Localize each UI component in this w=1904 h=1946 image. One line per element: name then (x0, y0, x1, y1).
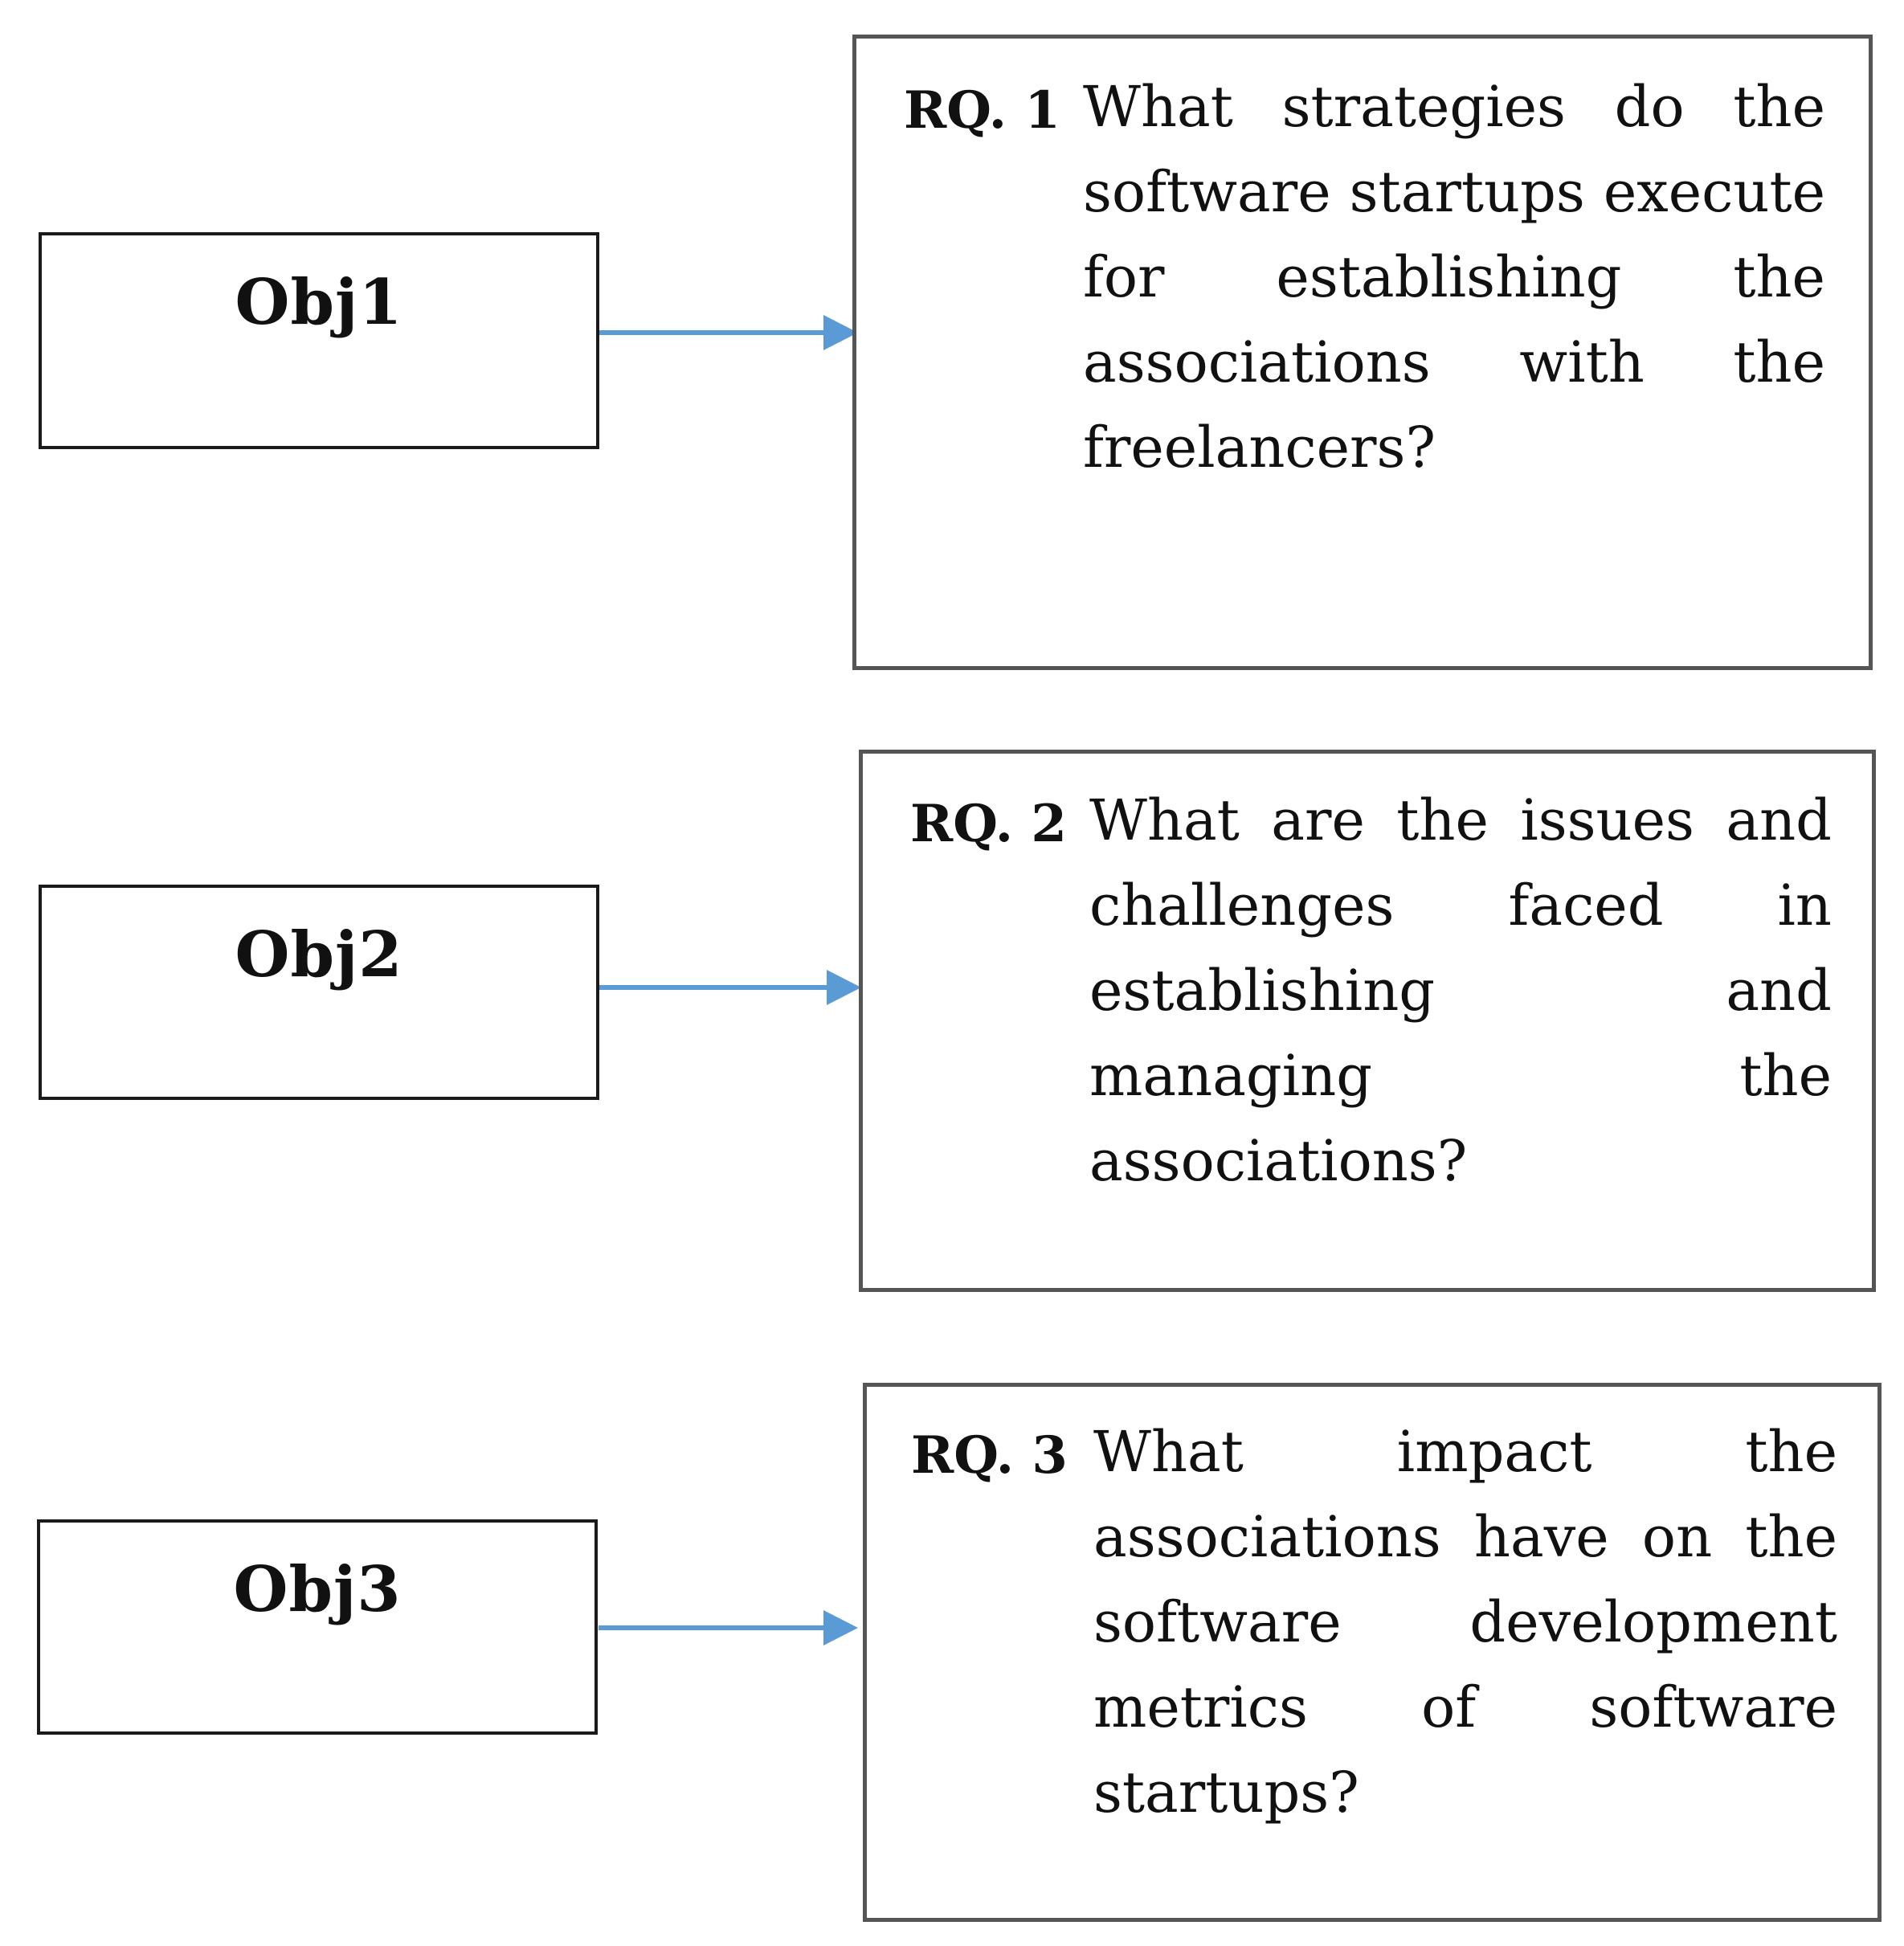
research-question-box-2: RQ. 2 What are the issues and challenges… (859, 750, 1876, 1292)
research-question-text-1: What strategies do the software startups… (1083, 74, 1825, 480)
arrow-obj3-rq3 (599, 1610, 858, 1646)
objective-label-2: Obj2 (235, 918, 403, 991)
research-question-text-2: What are the issues and challenges faced… (1089, 787, 1832, 1194)
research-question-text-3: What impact the associations have on the… (1093, 1419, 1837, 1825)
research-question-box-1: RQ. 1 What strategies do the software st… (852, 35, 1873, 670)
objective-box-3: Obj3 (37, 1519, 598, 1735)
objective-label-1: Obj1 (235, 266, 403, 339)
research-question-id-3: RQ. 3 (911, 1425, 1068, 1486)
objective-box-2: Obj2 (39, 885, 599, 1100)
research-question-box-3: RQ. 3 What impact the associations have … (863, 1383, 1882, 1922)
objective-box-1: Obj1 (39, 232, 599, 449)
objective-label-3: Obj3 (233, 1553, 402, 1626)
arrow-obj2-rq2 (599, 970, 861, 1005)
research-question-id-1: RQ. 1 (904, 80, 1060, 141)
arrow-obj1-rq1 (599, 315, 858, 350)
research-question-id-2: RQ. 2 (910, 794, 1067, 854)
